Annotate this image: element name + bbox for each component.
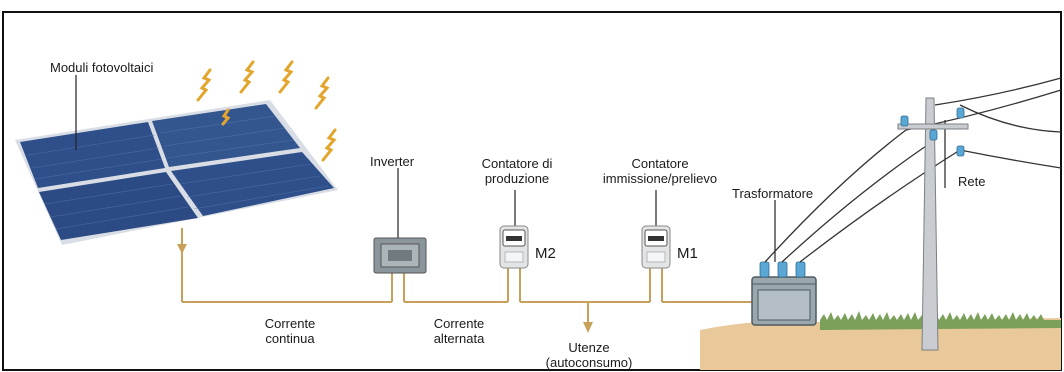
m2-label: M2 — [535, 245, 556, 262]
dc-label-line2: continua — [265, 331, 315, 346]
inverter-label: Inverter — [370, 154, 415, 169]
sun-ray — [314, 76, 330, 110]
meter-m1 — [641, 225, 671, 269]
production-meter-label-line2: produzione — [484, 171, 550, 186]
meter-m2 — [499, 225, 529, 269]
dc-wire — [181, 228, 393, 303]
ground — [700, 311, 1061, 370]
transformer-device — [751, 261, 817, 326]
transformer-label: Trasformatore — [732, 186, 814, 201]
dc-label: Corrente continua — [245, 316, 335, 346]
sun-ray — [196, 68, 212, 102]
modules-label: Moduli fotovoltaici — [50, 60, 154, 75]
sun-ray — [321, 128, 337, 162]
insulator — [759, 261, 770, 278]
grid-label: Rete — [958, 174, 986, 189]
ac-wire — [403, 268, 752, 325]
insulator — [777, 261, 788, 278]
exchange-meter-label: Contatore immissione/prelievo — [595, 156, 725, 186]
panel-cell — [152, 104, 300, 167]
ac-label-line1: Corrente — [433, 316, 485, 331]
ac-label: Corrente alternata — [414, 316, 504, 346]
m1-label: M1 — [677, 245, 698, 262]
sun-ray — [278, 60, 294, 94]
utility-pole — [897, 97, 969, 351]
ac-label-line2: alternata — [433, 331, 485, 346]
solar-panel — [15, 100, 338, 245]
power-lines — [764, 77, 1062, 263]
exchange-meter-label-line2: immissione/prelievo — [602, 171, 718, 186]
grass — [820, 311, 1061, 330]
dc-label-line1: Corrente — [264, 316, 316, 331]
sun-ray — [239, 60, 255, 94]
loads-label-line1: Utenze — [568, 340, 610, 355]
loads-label-line2: (autoconsumo) — [545, 355, 633, 370]
sun-rays — [196, 60, 337, 162]
panel-cell — [171, 152, 334, 216]
panel-cell — [20, 122, 165, 188]
dc-arrow — [177, 244, 187, 254]
exchange-meter-label-line1: Contatore — [631, 156, 689, 171]
loads-label: Utenze (autoconsumo) — [534, 340, 644, 370]
production-meter-label: Contatore di produzione — [472, 156, 562, 186]
sun-ray — [221, 108, 231, 126]
loads-arrow — [583, 322, 593, 333]
outer-border — [2, 11, 1062, 371]
production-meter-label-line1: Contatore di — [481, 156, 553, 171]
insulator — [795, 261, 806, 278]
inverter-device — [373, 237, 427, 274]
